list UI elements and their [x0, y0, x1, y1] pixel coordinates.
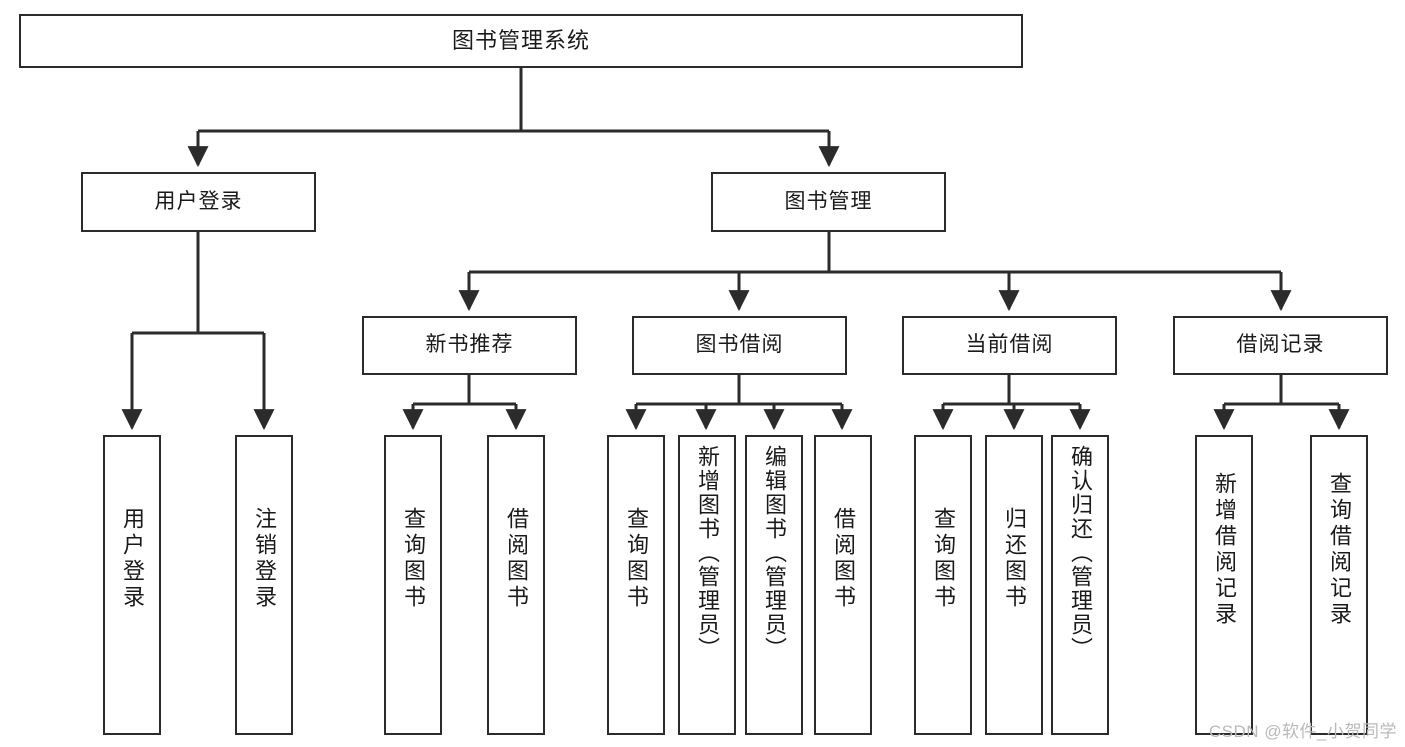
node-current-borrow[interactable]: 当前借阅 [902, 316, 1117, 375]
leaf-borrow-book-1[interactable]: 借阅图书 [487, 435, 545, 735]
leaf-add-record[interactable]: 新增借阅记录 [1195, 435, 1253, 735]
node-book-borrow[interactable]: 图书借阅 [632, 316, 847, 375]
leaf-user-logout-label: 注销登录 [252, 507, 277, 611]
leaf-borrow-book-1-label: 借阅图书 [504, 507, 529, 611]
leaf-return-book[interactable]: 归还图书 [985, 435, 1043, 735]
node-user-login-label: 用户登录 [154, 189, 243, 213]
leaf-user-logout[interactable]: 注销登录 [235, 435, 293, 735]
leaf-query-record-label: 查询借阅记录 [1327, 472, 1352, 628]
node-new-book-rec-label: 新书推荐 [425, 333, 514, 357]
node-current-borrow-label: 当前借阅 [965, 333, 1054, 357]
leaf-query-book-2-label: 查询图书 [624, 507, 649, 611]
node-root-label: 图书管理系统 [451, 28, 590, 54]
node-book-manage[interactable]: 图书管理 [711, 172, 946, 232]
leaf-query-book-1-label: 查询图书 [401, 507, 426, 611]
node-new-book-rec[interactable]: 新书推荐 [362, 316, 577, 375]
node-borrow-record-label: 借阅记录 [1236, 333, 1325, 357]
leaf-query-book-1[interactable]: 查询图书 [384, 435, 442, 735]
leaf-add-record-label: 新增借阅记录 [1212, 472, 1237, 628]
node-user-login[interactable]: 用户登录 [81, 172, 316, 232]
node-book-manage-label: 图书管理 [784, 189, 873, 213]
node-root[interactable]: 图书管理系统 [19, 14, 1023, 68]
leaf-edit-book-label: 编辑图书（管理员） [762, 445, 787, 661]
leaf-user-login[interactable]: 用户登录 [103, 435, 161, 735]
node-book-borrow-label: 图书借阅 [695, 333, 784, 357]
leaf-add-book[interactable]: 新增图书（管理员） [678, 435, 736, 735]
leaf-query-book-2[interactable]: 查询图书 [607, 435, 665, 735]
leaf-borrow-book-2[interactable]: 借阅图书 [814, 435, 872, 735]
leaf-add-book-label: 新增图书（管理员） [695, 445, 720, 661]
csdn-watermark: CSDN @软件_小贺同学 [1208, 722, 1397, 741]
leaf-query-book-3[interactable]: 查询图书 [914, 435, 972, 735]
leaf-query-record[interactable]: 查询借阅记录 [1310, 435, 1368, 735]
leaf-confirm-return[interactable]: 确认归还（管理员） [1051, 435, 1109, 735]
leaf-confirm-return-label: 确认归还（管理员） [1068, 445, 1093, 661]
leaf-borrow-book-2-label: 借阅图书 [831, 507, 856, 611]
node-borrow-record[interactable]: 借阅记录 [1173, 316, 1388, 375]
leaf-edit-book[interactable]: 编辑图书（管理员） [745, 435, 803, 735]
leaf-return-book-label: 归还图书 [1002, 507, 1027, 611]
leaf-user-login-label: 用户登录 [120, 507, 145, 611]
leaf-query-book-3-label: 查询图书 [931, 507, 956, 611]
